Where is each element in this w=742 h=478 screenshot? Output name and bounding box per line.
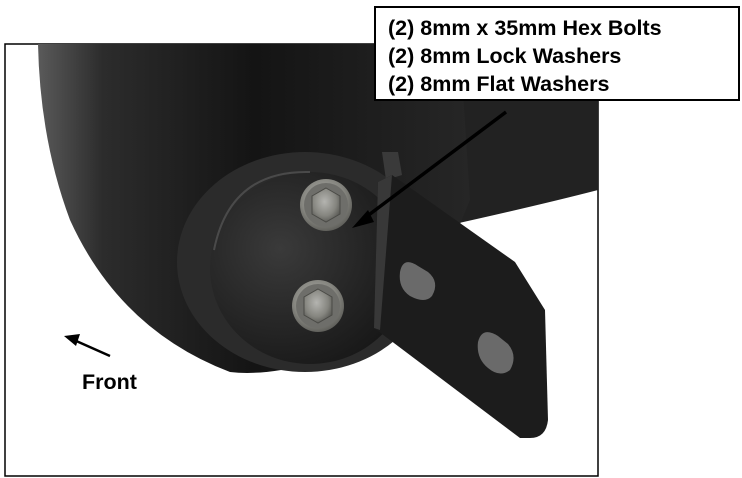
cap-tab xyxy=(382,152,402,180)
rim-highlight xyxy=(213,170,311,251)
bracket-slot-upper xyxy=(399,262,436,300)
bracket-slot-lower xyxy=(477,332,514,374)
callout-line-lock-washers: (2) 8mm Lock Washers xyxy=(388,44,622,68)
callout-line-bolts: (2) 8mm x 35mm Hex Bolts xyxy=(388,16,662,40)
arrow-down-left-icon xyxy=(352,110,508,228)
front-label: Front xyxy=(82,370,137,394)
hardware-callout: (2) 8mm x 35mm Hex Bolts (2) 8mm Lock Wa… xyxy=(374,6,740,101)
callout-line-flat-washers: (2) 8mm Flat Washers xyxy=(388,72,610,96)
mounting-bracket xyxy=(374,175,548,438)
hex-bolt-upper xyxy=(300,179,352,231)
hex-bolt-lower xyxy=(292,280,344,332)
arrow-up-left-icon xyxy=(64,334,111,358)
